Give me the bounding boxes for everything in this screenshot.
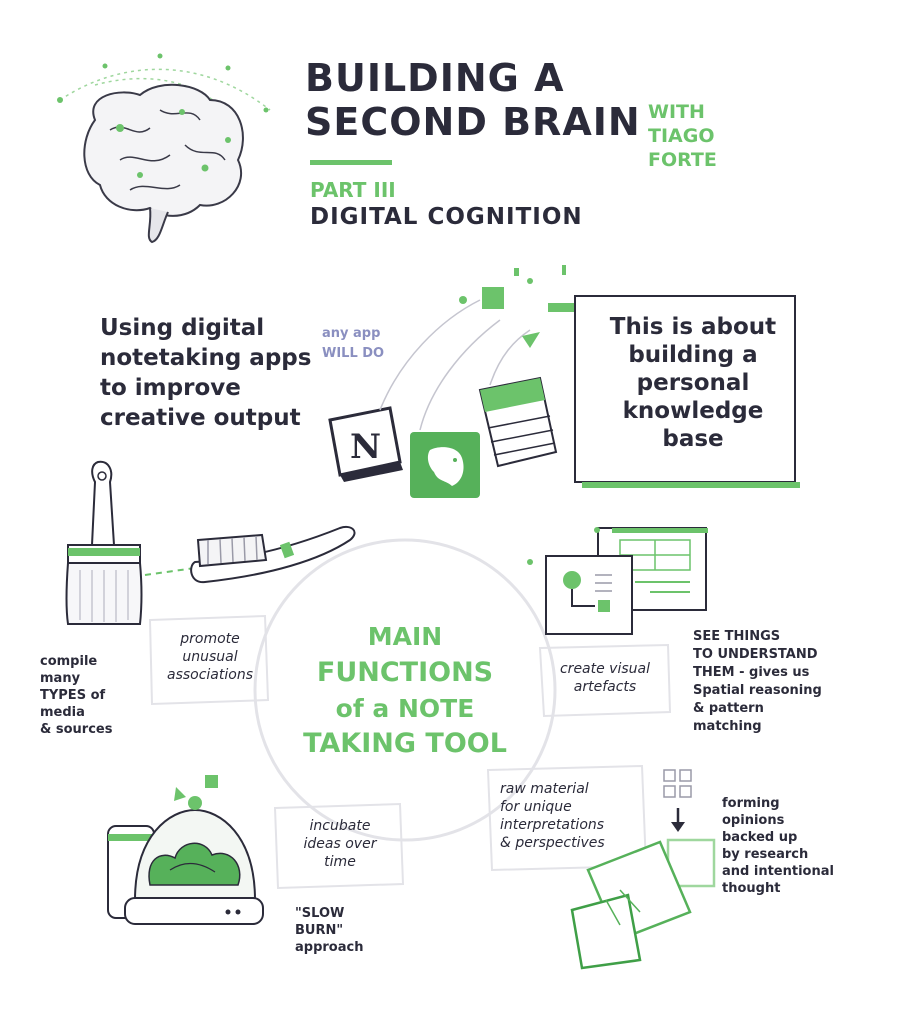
- part-label: PART III: [310, 178, 396, 202]
- title-line-1: BUILDING A: [305, 56, 565, 100]
- knowledge-base-box: [574, 295, 800, 488]
- create-line-2: artefacts: [573, 679, 637, 695]
- about-line-2: building a: [628, 342, 758, 368]
- see-line-1: SEE THINGS: [693, 629, 781, 644]
- raw-line-2: for unique: [500, 799, 572, 815]
- see-line-2: TO UNDERSTAND: [693, 647, 818, 662]
- incubate-line-2: ideas over: [303, 836, 377, 852]
- see-line-3: THEM - gives us: [693, 665, 810, 680]
- see-line-6: matching: [693, 719, 762, 734]
- incubate-line-1: incubate: [309, 818, 371, 834]
- using-line-1: Using digital: [100, 315, 265, 341]
- terrarium-icon: [107, 775, 264, 925]
- forming-line-2: opinions: [722, 813, 785, 828]
- see-line-4: Spatial reasoning: [693, 683, 822, 698]
- slow-line-3: approach: [295, 940, 364, 955]
- grid-squares-icon: [663, 769, 692, 798]
- function-raw: raw material for unique interpretations …: [500, 780, 630, 852]
- forming-line-6: thought: [722, 881, 781, 896]
- note-see-things: SEE THINGS TO UNDERSTAND THEM - gives us…: [693, 628, 853, 736]
- about-line-5: base: [662, 426, 724, 452]
- author-line-3: FORTE: [648, 149, 717, 171]
- any-app-line-2: WILL DO: [322, 346, 385, 361]
- forming-line-4: by research: [722, 847, 809, 862]
- note-forming-opinions: forming opinions backed up by research a…: [722, 795, 872, 897]
- center-title: MAIN FUNCTIONS of a NOTE TAKING TOOL: [280, 620, 530, 762]
- function-create: create visual artefacts: [545, 660, 665, 696]
- confetti: [459, 265, 578, 348]
- compile-line-2: many: [40, 671, 81, 686]
- app-arcs: [379, 299, 531, 431]
- evernote-app-icon: [410, 432, 480, 498]
- spreadsheet-app-icon: [478, 376, 558, 468]
- subtitle: DIGITAL COGNITION: [310, 204, 583, 230]
- raw-line-1: raw material: [500, 781, 589, 797]
- forming-line-1: forming: [722, 796, 780, 811]
- author-line-2: TIAGO: [648, 125, 715, 147]
- compile-line-5: & sources: [40, 722, 113, 737]
- title-underline: [310, 160, 392, 165]
- see-line-5: & pattern: [693, 701, 764, 716]
- using-line-4: creative output: [100, 405, 301, 431]
- compile-line-1: compile: [40, 654, 98, 669]
- promote-line-3: associations: [166, 667, 253, 683]
- about-line-3: personal: [636, 370, 750, 396]
- forming-line-3: backed up: [722, 830, 798, 845]
- about-line-1: This is about: [609, 314, 777, 340]
- promote-line-1: promote: [180, 631, 240, 647]
- center-line-3: of a NOTE: [335, 694, 475, 723]
- raw-line-4: & perspectives: [500, 835, 605, 851]
- about-line-4: knowledge: [622, 398, 764, 424]
- constellation-lines: [59, 68, 271, 131]
- toothbrush-icon: [190, 526, 356, 584]
- using-line-3: to improve: [100, 375, 241, 401]
- center-line-1: MAIN: [367, 622, 443, 651]
- function-promote: promote unusual associations: [155, 630, 265, 684]
- compile-line-4: media: [40, 705, 85, 720]
- notion-app-icon: N: [328, 406, 403, 482]
- center-circle: [253, 538, 557, 842]
- main-title: BUILDING A SECOND BRAIN: [305, 56, 641, 144]
- compile-line-3: TYPES of: [40, 688, 106, 703]
- brain-icon: [83, 83, 244, 244]
- knowledge-base-text: This is about building a personal knowle…: [598, 313, 788, 453]
- author-line-1: WITH: [648, 101, 705, 123]
- note-slow-burn: "SLOW BURN" approach: [295, 905, 395, 956]
- incubate-line-3: time: [324, 854, 356, 870]
- raw-line-3: interpretations: [500, 817, 605, 833]
- constellation-dots: [57, 53, 269, 113]
- visual-artefacts-icon: [527, 527, 708, 635]
- any-app-note: any app WILL DO: [322, 324, 402, 364]
- author-credit: WITH TIAGO FORTE: [648, 100, 717, 172]
- slow-line-2: BURN": [295, 923, 344, 938]
- forming-line-5: and intentional: [722, 864, 834, 879]
- paint-brush-icon: [65, 460, 143, 625]
- any-app-line-1: any app: [322, 326, 381, 341]
- using-digital-text: Using digital notetaking apps to improve…: [100, 313, 330, 433]
- notion-letter: N: [350, 427, 381, 467]
- title-line-2: SECOND BRAIN: [305, 100, 641, 144]
- brush-dashes: [144, 567, 196, 576]
- function-incubate: incubate ideas over time: [285, 817, 395, 871]
- center-line-2: FUNCTIONS: [316, 657, 494, 688]
- slow-line-1: "SLOW: [295, 906, 345, 921]
- create-line-1: create visual: [559, 661, 650, 677]
- promote-line-2: unusual: [182, 649, 238, 665]
- using-line-2: notetaking apps: [100, 345, 312, 371]
- down-arrow-icon: [671, 808, 685, 832]
- center-line-4: TAKING TOOL: [303, 728, 507, 759]
- note-compile: compile many TYPES of media & sources: [40, 653, 160, 738]
- opinion-squares-icon: [570, 838, 716, 970]
